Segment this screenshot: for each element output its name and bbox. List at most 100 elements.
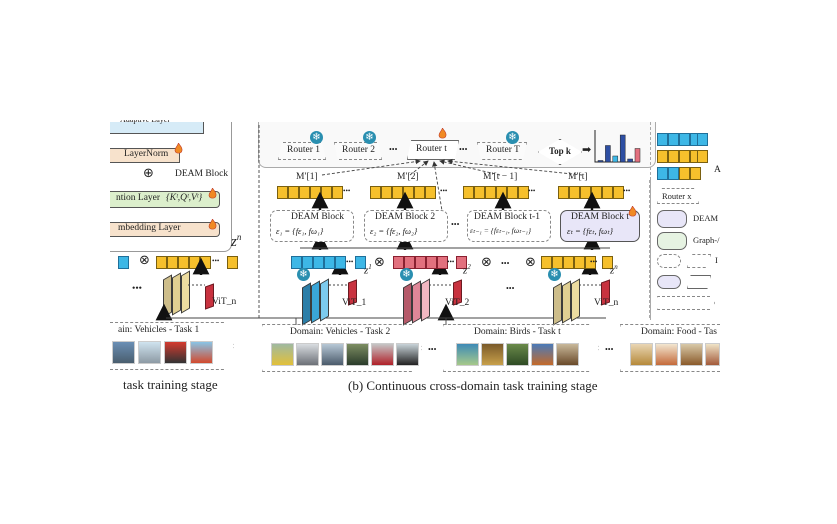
memory-cube [602, 186, 613, 199]
deam-block-t [560, 210, 640, 242]
bird-image [456, 343, 479, 366]
vit-n-label: ViT_n [594, 298, 619, 308]
embedding-layer-box [110, 222, 220, 237]
concat-otimes-icon: ⊗ [481, 255, 492, 270]
router-1-label: Router 1 [287, 145, 320, 155]
token-cube [178, 256, 189, 269]
left-deam-panel [110, 122, 232, 252]
food-image [655, 343, 678, 366]
legend-cube [679, 133, 690, 146]
zn-base: z [610, 264, 615, 277]
vehicle-image [321, 343, 344, 366]
memory-cube [288, 186, 299, 199]
deam-ellipsis: ••• [451, 220, 460, 229]
legend-dashed-trapezoid [687, 254, 711, 268]
memory-cube [277, 186, 288, 199]
token-cube [167, 256, 178, 269]
legend-cube [657, 167, 668, 180]
token-cube [602, 256, 613, 269]
deam-block-2 [364, 210, 448, 242]
adaptive-layer-box [110, 122, 204, 134]
deam-block-t-minus-1-formula: εₜ₋₁ = {fεₜ₋₁, fωₜ₋₁} [470, 226, 532, 235]
deam-block-1-formula: ε₁ = {fε₁, fω₁} [276, 226, 324, 236]
legend-deam-swatch [657, 210, 687, 228]
deam-block-1-title: DEAM Block [291, 212, 345, 222]
legend-cube [690, 167, 701, 180]
legend-cube [657, 150, 668, 163]
memory-cube [370, 186, 381, 199]
vit-layer [553, 282, 562, 326]
left-z-base: z [231, 234, 237, 250]
legend-solid-trapezoid [687, 275, 711, 289]
concat-otimes-icon: ⊗ [374, 255, 385, 270]
frozen-snowflake-icon: ❄ [363, 131, 376, 144]
token-cube [437, 256, 448, 269]
embedding-layer-label: mbedding Layer [118, 223, 181, 233]
trainable-flame-icon [438, 128, 447, 139]
trainable-flame-icon [208, 219, 217, 230]
token-ellipsis: ••• [447, 258, 455, 266]
zn-sup: n [614, 263, 618, 271]
token-cube [415, 256, 426, 269]
concat-otimes-icon: ⊗ [139, 253, 150, 268]
frozen-snowflake-icon: ❄ [400, 268, 413, 281]
trainable-flame-icon [208, 188, 217, 199]
token-cube [227, 256, 238, 269]
domain-ellipsis: ••• [428, 345, 437, 354]
vehicle-image [271, 343, 294, 366]
legend-cube [697, 150, 708, 163]
token-cube [574, 256, 585, 269]
memory-cube [463, 186, 474, 199]
memory-cube [474, 186, 485, 199]
deam-block-1 [270, 210, 354, 242]
legend-frame [650, 122, 722, 320]
m-label-3: M′[t − 1] [483, 172, 518, 182]
z1-sup: 1 [368, 263, 372, 271]
token-cube [313, 256, 324, 269]
token-cube [335, 256, 346, 269]
domain-ellipsis: ••• [605, 345, 614, 354]
memory-cube [299, 186, 310, 199]
left-caption: task training stage [123, 377, 218, 392]
deam-block-2-formula: ε₂ = {fε₂, fω₂} [370, 226, 418, 236]
vehicle-image [164, 341, 187, 364]
legend-dashed-shape [657, 254, 681, 268]
layernorm-box [110, 148, 180, 163]
z2-sup: 2 [467, 263, 471, 271]
legend-graph-label: Graph-/ [693, 235, 720, 245]
router-score-chart [594, 130, 641, 163]
routing-arrow [321, 158, 421, 176]
food-image [705, 343, 720, 366]
token-ellipsis: ••• [212, 257, 220, 265]
legend-deam-label: DEAM [693, 213, 719, 223]
zn-label: zn [610, 263, 618, 277]
m-row-ellipsis: ••• [343, 187, 351, 195]
frozen-snowflake-icon: ❄ [297, 268, 310, 281]
router-2-label: Router 2 [342, 145, 375, 155]
token-cube [563, 256, 574, 269]
adaptive-layer-label: Adaptive Layer [120, 120, 170, 127]
domain-task-t-label: Domain: Birds - Task t [474, 327, 561, 337]
router-ellipsis: ••• [459, 145, 468, 154]
vehicle-image [296, 343, 319, 366]
token-ellipsis: ••• [590, 258, 598, 266]
vit-layer [302, 282, 311, 326]
m-label-1: M′[1] [296, 172, 318, 182]
vit-layer [320, 278, 329, 322]
token-cube [355, 256, 366, 269]
vit-layer [412, 280, 421, 324]
token-cube [456, 256, 467, 269]
legend-cube [668, 167, 679, 180]
topk-label: Top k [549, 146, 571, 156]
memory-cube [518, 186, 529, 199]
token-cube [426, 256, 437, 269]
legend-arrow-shape [657, 296, 715, 310]
vit-layer [562, 280, 571, 324]
token-cube [585, 256, 596, 269]
frozen-snowflake-icon: ❄ [310, 131, 323, 144]
deam-block-t-formula: εₜ = {fεₜ, fωₜ} [567, 226, 613, 236]
token-cube [291, 256, 302, 269]
trainable-flame-icon [628, 206, 637, 217]
